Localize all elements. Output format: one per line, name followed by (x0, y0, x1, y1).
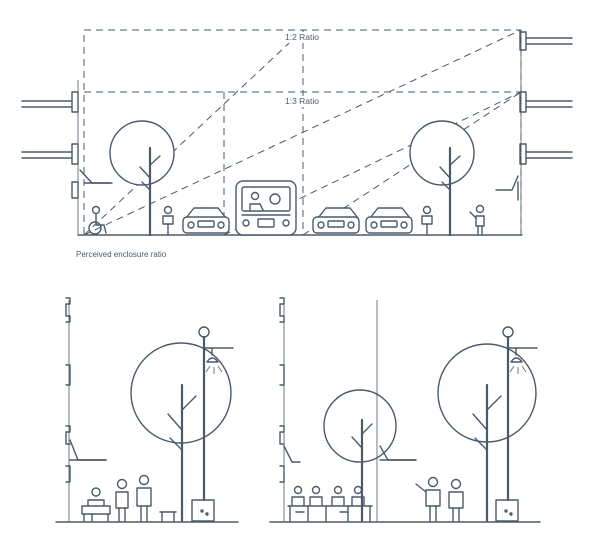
diagram-caption: Perceived enclosure ratio (76, 250, 167, 259)
ratio-label-1-2: 1:2 Ratio (285, 32, 319, 42)
cyclist-left-icon (162, 205, 174, 235)
tree-bottom-right (437, 343, 537, 523)
tree-left (109, 120, 175, 237)
pedestrian-waving-icon (469, 204, 485, 235)
street-lamp-left (191, 326, 234, 522)
cafe-seating-group-icon (287, 485, 373, 522)
bus-icon (235, 180, 297, 236)
enclosure-ratio-panel: 1:2 Ratio 1:3 Ratio (21, 29, 573, 259)
street-lamp-right (495, 326, 538, 522)
tree-bottom-middle (323, 389, 417, 523)
car-2-icon (312, 207, 360, 234)
tree-bottom-left (130, 342, 232, 523)
building-facade-left (65, 297, 107, 522)
car-1-icon (182, 207, 230, 234)
building-facade-right (279, 297, 301, 522)
cyclist-right-icon (421, 205, 433, 235)
sidewalk-section-left (55, 297, 239, 523)
right-building (495, 30, 573, 235)
left-building (21, 80, 113, 235)
sidewalk-section-right (269, 297, 541, 523)
bench-icon (159, 511, 177, 522)
wheelchair-user-icon (88, 205, 107, 235)
people-pair-waving-icon (415, 476, 464, 522)
people-seated-group-icon (81, 487, 111, 522)
people-standing-pair-icon (115, 474, 152, 522)
car-3-icon (365, 207, 413, 234)
tree-right (409, 120, 475, 237)
ratio-label-1-3: 1:3 Ratio (285, 96, 319, 106)
